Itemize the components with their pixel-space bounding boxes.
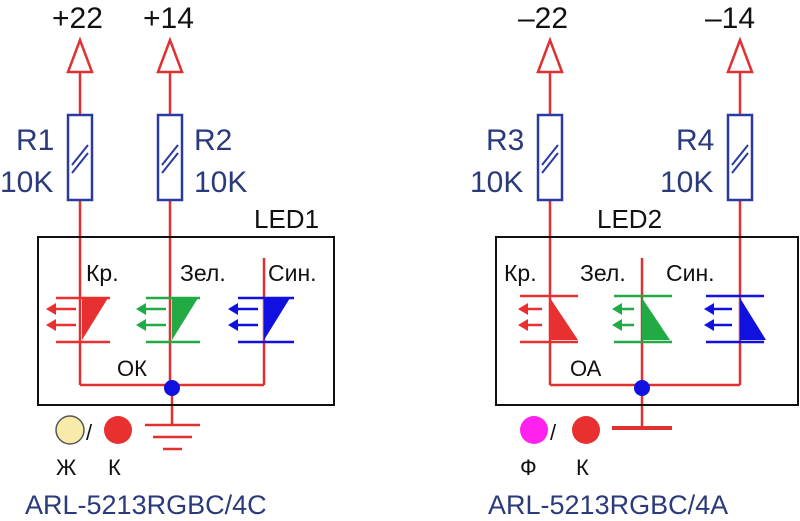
supply-label-3: –22 bbox=[518, 2, 568, 35]
resistor-R1 bbox=[66, 113, 94, 202]
led-blue-icon bbox=[228, 296, 294, 344]
led-red-icon bbox=[46, 296, 110, 344]
pin-separator: / bbox=[550, 420, 557, 445]
led-name: LED2 bbox=[597, 204, 662, 234]
color-label-green: Зел. bbox=[180, 260, 226, 286]
pin-label-2: К bbox=[576, 455, 589, 480]
left-circuit: +22 +14 R1 1 bbox=[0, 2, 335, 520]
common-node-label: ОК bbox=[117, 356, 147, 381]
color-label-red: Кр. bbox=[86, 260, 119, 286]
resistor-R3 bbox=[536, 113, 564, 202]
resistor-name-R4: R4 bbox=[676, 124, 714, 157]
pin-label-2: К bbox=[108, 455, 121, 480]
supply-arrow-2 bbox=[156, 36, 184, 74]
led-green-icon bbox=[612, 294, 672, 344]
resistor-name-R1: R1 bbox=[16, 124, 54, 157]
common-node-label: ОА bbox=[570, 356, 602, 381]
supply-arrow-4 bbox=[726, 36, 754, 74]
part-number: ARL-5213RGBC/4A bbox=[488, 490, 728, 520]
resistor-R2 bbox=[156, 113, 184, 202]
led-name: LED1 bbox=[254, 204, 319, 234]
pin-separator: / bbox=[86, 420, 93, 445]
supply-arrow-3 bbox=[536, 36, 564, 74]
supply-label-4: –14 bbox=[705, 2, 755, 35]
led-package-box bbox=[37, 236, 335, 406]
led-red-icon bbox=[518, 294, 578, 344]
color-label-red: Кр. bbox=[504, 260, 537, 286]
resistor-value-R1: 10K bbox=[0, 166, 53, 199]
resistor-value-R3: 10K bbox=[470, 166, 523, 199]
common-node-dot bbox=[634, 380, 650, 396]
supply-label-2: +14 bbox=[143, 2, 194, 35]
resistor-name-R3: R3 bbox=[486, 124, 524, 157]
part-number: ARL-5213RGBC/4C bbox=[25, 490, 267, 520]
led-blue-icon bbox=[704, 294, 766, 344]
color-label-blue: Син. bbox=[666, 260, 715, 286]
color-label-green: Зел. bbox=[580, 260, 626, 286]
resistor-value-R4: 10K bbox=[660, 166, 713, 199]
resistor-name-R2: R2 bbox=[194, 124, 232, 157]
resistor-R4 bbox=[726, 113, 754, 202]
pin-dot-red bbox=[104, 416, 132, 444]
resistor-value-R2: 10K bbox=[194, 166, 247, 199]
led-package-box bbox=[495, 236, 799, 406]
right-circuit: –22 –14 R3 10K R4 10K LED2 bbox=[470, 2, 799, 520]
pin-dot-red bbox=[572, 416, 600, 444]
supply-label-1: +22 bbox=[52, 2, 103, 35]
pin-dot-magenta bbox=[520, 416, 548, 444]
supply-arrow-1 bbox=[66, 36, 94, 74]
pin-dot-yellow bbox=[55, 415, 85, 445]
pin-label-1: Ф bbox=[520, 455, 537, 480]
led-green-icon bbox=[136, 296, 200, 344]
pin-label-1: Ж bbox=[56, 455, 77, 480]
color-label-blue: Син. bbox=[268, 260, 317, 286]
common-node-dot bbox=[164, 380, 180, 396]
